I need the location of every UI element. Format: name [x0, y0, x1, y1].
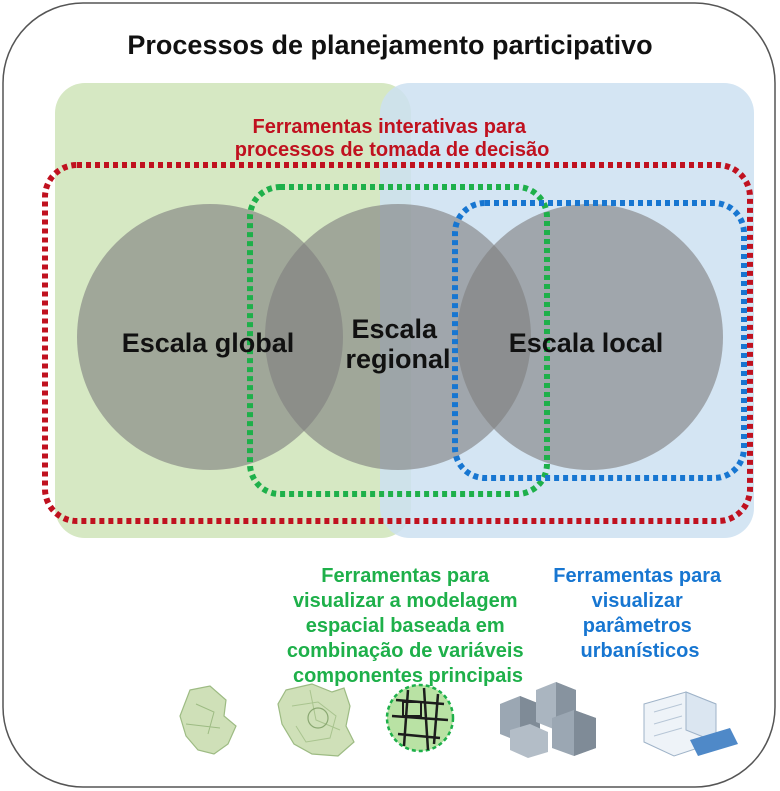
building-sketch-icon: [643, 691, 738, 757]
diagram-title: Processos de planejamento participativo: [127, 30, 652, 60]
blue-label-line-2: visualizar: [592, 590, 683, 612]
red-label: Ferramentas interativas para processos d…: [235, 116, 550, 161]
blue-label-line-4: urbanísticos: [581, 640, 700, 662]
circle-regional: [265, 204, 531, 470]
blue-dotted-boundary: [452, 200, 747, 481]
blue-label: Ferramentas para visualizar parâmetros u…: [553, 565, 726, 662]
green-label-line-2: visualizar a modelagem: [293, 590, 518, 612]
scale-circles: [77, 204, 723, 470]
circle-local: [457, 204, 723, 470]
label-regional-line-2: regional: [345, 344, 450, 374]
red-label-line-1: Ferramentas interativas para: [252, 116, 526, 138]
3d-blocks-icon: [500, 682, 596, 758]
green-label-line-1: Ferramentas para: [321, 565, 490, 587]
red-label-line-2: processos de tomada de decisão: [235, 139, 550, 161]
network-model-icon: [385, 683, 455, 753]
green-label-line-4: combinação de variáveis: [287, 640, 524, 662]
label-escala-regional: Escala regional: [345, 314, 450, 374]
regional-map-icon: [277, 683, 355, 757]
red-dotted-boundary: [42, 162, 753, 524]
global-map-icon: [179, 685, 237, 755]
green-dotted-boundary: [247, 184, 550, 497]
circle-global: [77, 204, 343, 470]
green-label: Ferramentas para visualizar a modelagem …: [287, 565, 529, 687]
blue-label-line-1: Ferramentas para: [553, 565, 722, 587]
label-escala-local: Escala local: [509, 328, 664, 358]
green-label-line-3: espacial baseada em: [306, 615, 505, 637]
label-regional-line-1: Escala: [351, 314, 438, 344]
blue-label-line-3: parâmetros: [583, 615, 692, 637]
label-escala-global: Escala global: [122, 328, 295, 358]
green-label-line-5: componentes principais: [293, 665, 523, 687]
